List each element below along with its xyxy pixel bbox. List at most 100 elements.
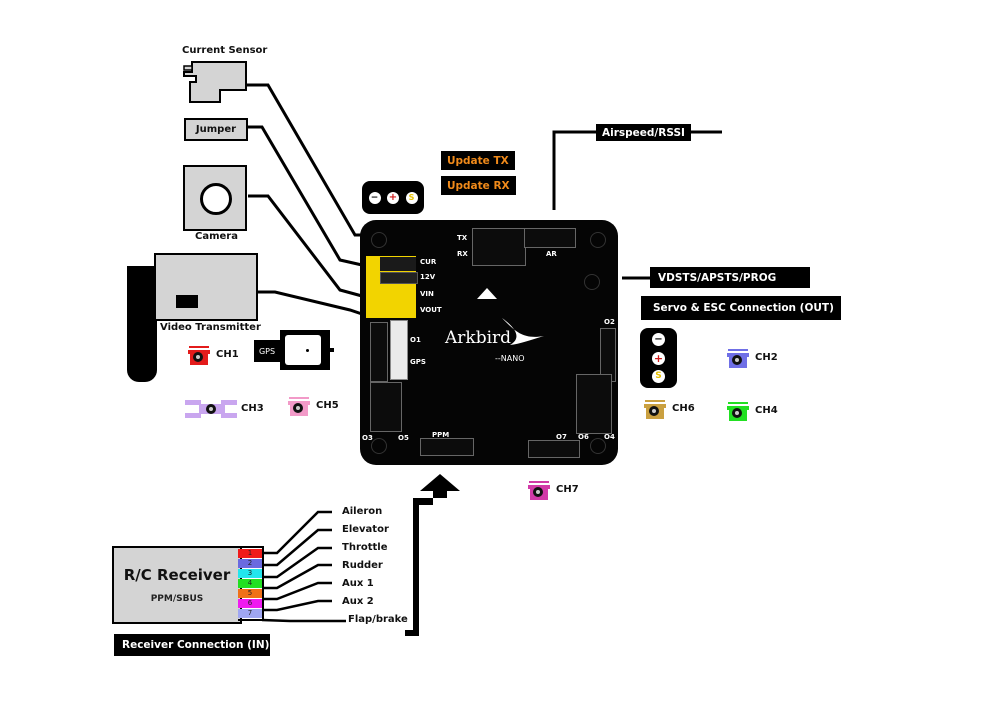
pin-label-gps: GPS	[410, 358, 426, 366]
receiver-channel-6: 6	[238, 599, 262, 608]
channel-function-label: Aux 1	[342, 578, 374, 589]
signal-pin-icon: S	[652, 369, 665, 383]
servo-channel-label: CH4	[755, 405, 778, 416]
rc-receiver-title: R/C Receiver	[123, 566, 231, 584]
channel-function-label: Elevator	[342, 524, 389, 535]
servo-ch7: CH7	[528, 479, 579, 505]
positive-pin-icon: +	[387, 191, 399, 204]
o1-header	[370, 322, 388, 382]
mount-hole	[590, 232, 606, 248]
camera-box	[183, 165, 247, 231]
servo-icon	[288, 397, 310, 416]
ppm-header	[420, 438, 474, 456]
servo-channel-label: CH2	[755, 352, 778, 363]
receiver-channel-5: 5	[238, 589, 262, 598]
flight-controller-board: TX RX AR CUR 12V VIN VOUT O1 GPS Arkbird…	[360, 220, 618, 465]
jumper-label: Jumper	[195, 124, 237, 135]
receiver-channel-4: 4	[238, 579, 262, 588]
servo-ch1: CH1	[188, 344, 239, 370]
servo-channel-label: CH5	[316, 400, 339, 411]
uart-header	[472, 228, 526, 266]
current-sensor-wire	[247, 83, 365, 237]
camera-lens-icon	[200, 183, 232, 215]
o7-header	[528, 440, 580, 458]
channel-function-label: Throttle	[342, 542, 388, 553]
servo-icon	[185, 400, 237, 418]
pin-label-ar: AR	[546, 250, 557, 258]
o4-o6-header	[576, 374, 612, 434]
pin-label-o5: O5	[398, 434, 409, 442]
servo-ch2: CH2	[727, 347, 778, 373]
airspeed-rssi-label: Airspeed/RSSI	[596, 124, 691, 141]
receiver-channel-3: 3	[238, 569, 262, 578]
pin-label-12v: 12V	[420, 273, 436, 281]
pin-label-rx: RX	[457, 250, 468, 258]
mount-hole	[371, 438, 387, 454]
camera-label: Camera	[195, 231, 238, 242]
pin-label-vout: VOUT	[420, 306, 442, 314]
servo-ch3: CH3	[185, 398, 264, 424]
servo-esc-out-label: Servo & ESC Connection (OUT)	[641, 296, 841, 320]
mount-hole	[584, 274, 600, 290]
update-tx-label: Update TX	[441, 151, 515, 170]
channel-function-label: Aileron	[342, 506, 383, 517]
bird-logo-icon	[502, 318, 544, 345]
channel-function-label: Aux 2	[342, 596, 374, 607]
mount-hole	[371, 232, 387, 248]
pin-label-tx: TX	[457, 234, 468, 242]
vdsts-label: VDSTS/APSTS/PROG	[650, 267, 810, 288]
rc-receiver-subtitle: PPM/SBUS	[150, 594, 204, 604]
negative-pin-icon: −	[368, 191, 381, 204]
airspeed-wire	[552, 130, 598, 210]
direction-arrow-icon	[477, 288, 497, 299]
vtx-wire	[256, 290, 363, 316]
servo-channel-label: CH7	[556, 484, 579, 495]
power-pin-legend-side: − + S	[640, 328, 677, 388]
servo-channel-label: CH6	[672, 403, 695, 414]
jumper-box: Jumper	[184, 118, 248, 141]
servo-channel-label: CH3	[241, 403, 264, 414]
pin-label-cur: CUR	[420, 258, 437, 266]
pin-label-o6: O6	[578, 433, 589, 441]
pin-label-vin: VIN	[420, 290, 434, 298]
current-sensor-icon	[183, 61, 247, 103]
servo-ch5: CH5	[288, 395, 339, 421]
receiver-channel-1: 1	[238, 549, 262, 558]
receiver-wires	[261, 510, 346, 623]
receiver-connection-label: Receiver Connection (IN)	[114, 634, 270, 656]
receiver-channel-7: 7	[238, 609, 262, 618]
servo-channel-label: CH1	[216, 349, 239, 360]
negative-pin-icon: −	[652, 333, 665, 347]
pin-label-o2: O2	[604, 318, 615, 326]
pin-label-o3: O3	[362, 434, 373, 442]
pin-label-o7: O7	[556, 433, 567, 441]
servo-icon	[727, 349, 749, 368]
gps-module	[280, 330, 330, 370]
vtx-connector	[176, 295, 198, 308]
servo-icon	[188, 346, 210, 365]
pin-label-o1: O1	[410, 336, 421, 344]
camera-wire	[248, 194, 363, 298]
servo-icon	[727, 402, 749, 421]
board-model: --NANO	[495, 354, 525, 363]
positive-pin-icon: +	[652, 351, 665, 365]
ar-header	[524, 228, 576, 248]
board-brand: Arkbird	[445, 328, 512, 348]
jumper-wire	[241, 125, 363, 267]
mount-hole	[590, 438, 606, 454]
pin-label-ppm: PPM	[432, 431, 450, 439]
servo-icon	[644, 400, 666, 419]
o3-o5-header	[370, 382, 402, 432]
rc-receiver-box: R/C Receiver PPM/SBUS	[112, 546, 242, 624]
update-rx-label: Update RX	[441, 176, 516, 195]
gps-label: GPS	[254, 340, 280, 362]
signal-pin-icon: S	[405, 191, 418, 204]
channel-function-label: Rudder	[342, 560, 383, 571]
servo-ch6: CH6	[644, 398, 695, 424]
pin-label-o4: O4	[604, 433, 615, 441]
input-arrow	[408, 474, 460, 630]
current-sensor-label: Current Sensor	[182, 45, 268, 56]
vtx-box	[154, 253, 258, 321]
gps-connector	[390, 320, 408, 380]
